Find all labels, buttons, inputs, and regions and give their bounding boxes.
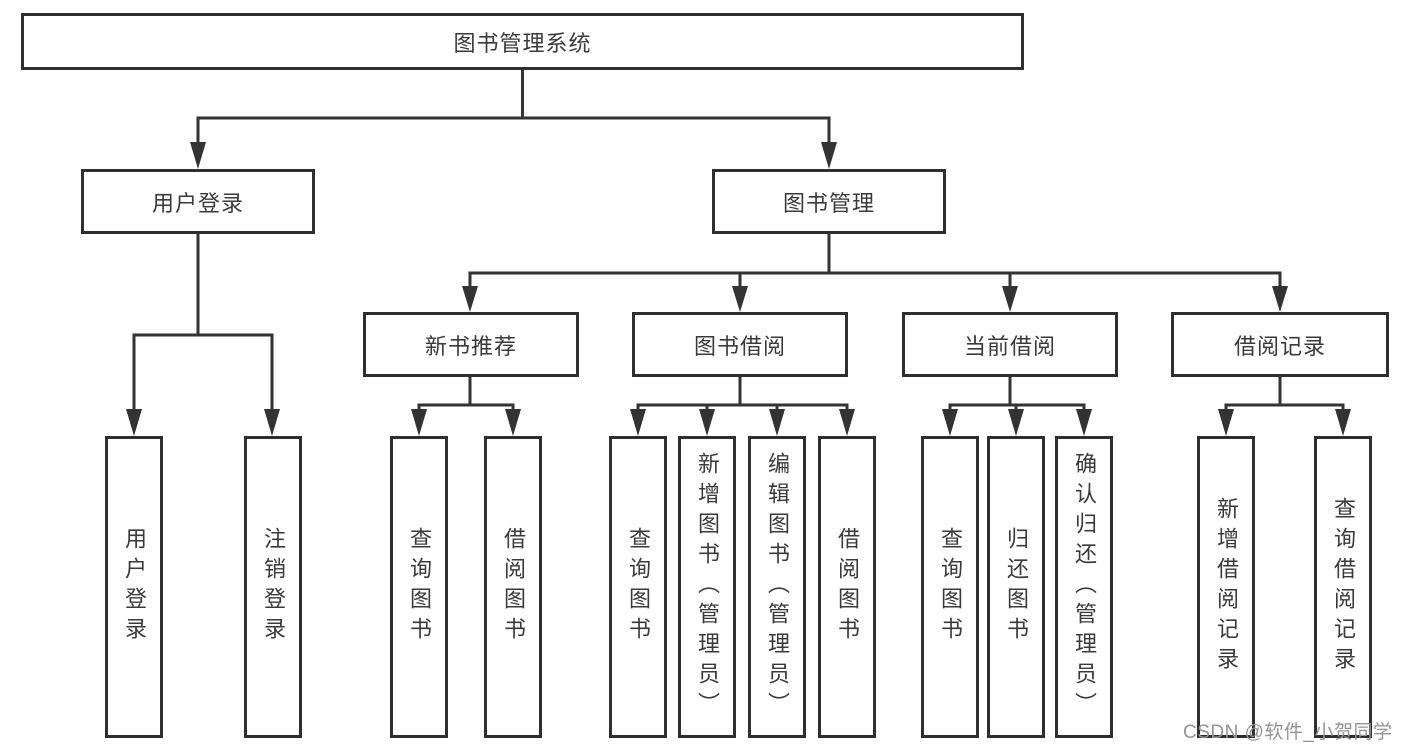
node-user-login-label: 用户登录 (151, 190, 244, 216)
node-book-borrow-label: 图书借阅 (693, 333, 786, 359)
node-borrow-records: 借阅记录 (1171, 312, 1389, 377)
leaf-query-books-3-label: 查询图书 (938, 527, 963, 647)
node-borrow-records-label: 借阅记录 (1233, 333, 1326, 359)
leaf-query-books-2-label: 查询图书 (626, 527, 651, 647)
node-book-management-label: 图书管理 (782, 190, 875, 216)
leaf-user-login-label: 用户登录 (122, 527, 147, 647)
leaf-query-books-1-label: 查询图书 (407, 527, 432, 647)
leaf-query-books-1: 查询图书 (390, 436, 448, 738)
node-current-borrow-label: 当前借阅 (963, 333, 1056, 359)
leaf-confirm-return-admin: 确认归还（管理员） (1055, 436, 1113, 738)
leaf-logout: 注销登录 (244, 436, 302, 738)
leaf-query-borrow-record-label: 查询借阅记录 (1331, 497, 1356, 677)
node-root: 图书管理系统 (21, 13, 1024, 70)
leaf-user-login: 用户登录 (105, 436, 163, 738)
leaf-query-books-2: 查询图书 (609, 436, 667, 738)
leaf-borrow-books-2-label: 借阅图书 (835, 527, 860, 647)
leaf-add-book-admin-label: 新增图书（管理员） (695, 452, 720, 722)
leaf-query-books-3: 查询图书 (921, 436, 979, 738)
leaf-query-borrow-record: 查询借阅记录 (1314, 436, 1372, 738)
node-book-management: 图书管理 (712, 169, 946, 234)
leaf-edit-book-admin-label: 编辑图书（管理员） (765, 452, 790, 722)
node-new-book-recommend: 新书推荐 (363, 312, 579, 377)
leaf-return-book: 归还图书 (987, 436, 1045, 738)
node-root-label: 图书管理系统 (453, 30, 592, 56)
leaf-logout-label: 注销登录 (261, 527, 286, 647)
leaf-borrow-books-1-label: 借阅图书 (501, 527, 526, 647)
leaf-edit-book-admin: 编辑图书（管理员） (748, 436, 806, 738)
leaf-add-borrow-record-label: 新增借阅记录 (1214, 497, 1239, 677)
leaf-add-book-admin: 新增图书（管理员） (678, 436, 736, 738)
leaf-add-borrow-record: 新增借阅记录 (1197, 436, 1255, 738)
leaf-borrow-books-2: 借阅图书 (818, 436, 876, 738)
node-current-borrow: 当前借阅 (902, 312, 1118, 377)
node-book-borrow: 图书借阅 (632, 312, 848, 377)
leaf-borrow-books-1: 借阅图书 (484, 436, 542, 738)
csdn-watermark: CSDN @软件_小贺同学 (1183, 722, 1393, 743)
node-new-book-recommend-label: 新书推荐 (424, 333, 517, 359)
leaf-confirm-return-admin-label: 确认归还（管理员） (1072, 452, 1097, 722)
leaf-return-book-label: 归还图书 (1004, 527, 1029, 647)
node-user-login: 用户登录 (81, 169, 315, 234)
